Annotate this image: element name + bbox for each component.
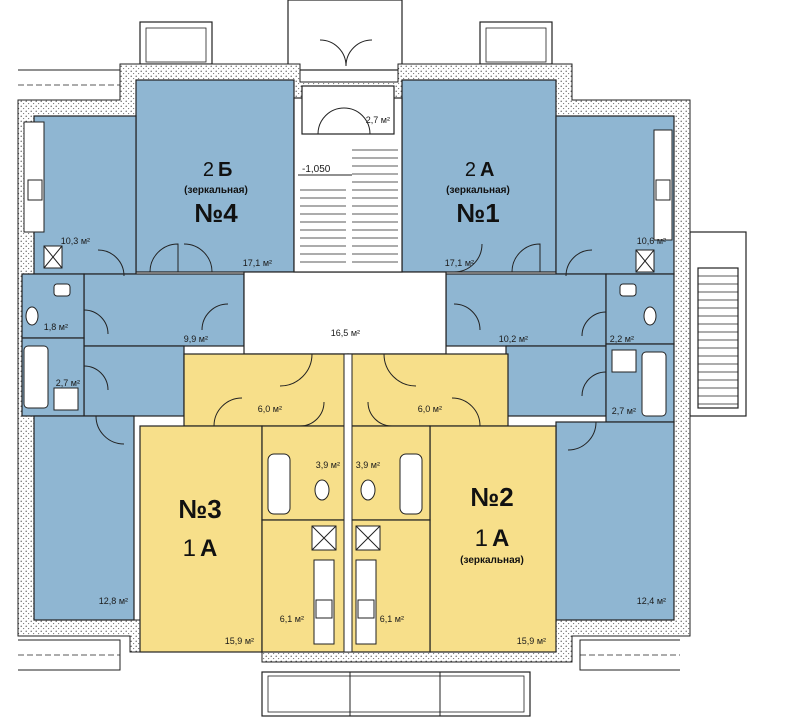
toilet-icon <box>25 306 39 326</box>
area-apt4-corridor: 9,9 м² <box>184 334 208 344</box>
apt3-room <box>139 425 263 653</box>
bathtub-icon <box>399 453 423 515</box>
common-hall <box>243 85 447 355</box>
terrace-left-top <box>18 69 121 101</box>
area-apt1-room: 17,1 м² <box>445 258 474 268</box>
sink-icon <box>53 283 71 297</box>
apartment-2 <box>347 353 557 653</box>
fixtures <box>23 121 673 645</box>
area-apt2-room: 15,9 м² <box>517 636 546 646</box>
apt4-corridor <box>83 273 245 347</box>
stove-icon <box>655 179 671 201</box>
area-apt3-corridor: 6,0 м² <box>258 404 282 414</box>
apt4-note: (зеркальная) <box>184 185 248 196</box>
apt2-type: А <box>492 525 509 552</box>
apartment-1 <box>401 79 675 621</box>
label-apt-3: №3 1 А <box>178 494 221 562</box>
area-apt4-bath-top: 1,8 м² <box>44 322 68 332</box>
apt1-number: №1 <box>456 198 499 228</box>
area-apt4-bath-bottom: 2,7 м² <box>56 378 80 388</box>
area-apt2-bath: 3,9 м² <box>356 460 380 470</box>
vestibule <box>301 85 395 135</box>
area-vestibule: 2,7 м² <box>366 115 390 125</box>
toilet-icon <box>314 479 330 501</box>
area-apt4-room: 17,1 м² <box>243 258 272 268</box>
apt2-rooms: 1 <box>475 525 488 552</box>
area-apt1-room-bottom: 12,4 м² <box>637 596 666 606</box>
label-apt-4: 2 Б (зеркальная) №4 <box>184 159 248 228</box>
apt1-bath-top <box>605 273 675 345</box>
area-apt1-bath-bottom: 2,7 м² <box>612 406 636 416</box>
area-apt4-kitchen: 10,3 м² <box>61 236 90 246</box>
apt3-type: А <box>200 535 217 562</box>
bathtub-icon <box>23 345 49 409</box>
apt4-rooms: 2 <box>203 159 214 181</box>
kitchen-counter-icon <box>23 121 45 233</box>
area-apt2-corridor: 6,0 м² <box>418 404 442 414</box>
toilet-icon <box>643 306 657 326</box>
outdoor-stair-right <box>689 231 747 417</box>
area-apt1-kitchen: 10,6 м² <box>637 236 666 246</box>
bathtub-icon <box>267 453 291 515</box>
label-apt-2: №2 1 А (зеркальная) <box>460 482 524 566</box>
washer-icon <box>53 387 79 411</box>
apt4-type: Б <box>218 159 232 181</box>
apt1-note: (зеркальная) <box>446 185 510 196</box>
apt4-room <box>135 79 295 273</box>
area-apt4-room-bottom: 12,8 м² <box>99 596 128 606</box>
apt4-number: №4 <box>194 198 238 228</box>
apt3-corridor <box>183 353 349 427</box>
label-apt-1: 2 А (зеркальная) №1 <box>446 159 510 228</box>
apt2-note: (зеркальная) <box>460 555 524 566</box>
apt1-rooms: 2 <box>465 159 476 181</box>
apt2-number: №2 <box>470 482 513 512</box>
area-labels: 2,7 м² 16,5 м² 10,3 м² 17,1 м² 1,8 м² 2,… <box>44 115 666 646</box>
apartment-4 <box>21 79 295 621</box>
area-hall: 16,5 м² <box>331 328 360 338</box>
washer-icon <box>611 349 637 373</box>
bathtub-icon <box>641 351 667 417</box>
apt4-bath-top <box>21 273 85 339</box>
apt2-room <box>429 425 557 653</box>
apt1-room <box>401 79 557 273</box>
level-mark-label: -1,050 <box>302 164 331 175</box>
apt3-rooms: 1 <box>183 535 196 562</box>
stove-icon <box>357 599 375 619</box>
area-apt1-bath-top: 2,2 м² <box>610 334 634 344</box>
apt1-room-bottom <box>555 421 675 621</box>
sink-icon <box>619 283 637 297</box>
apt4-room-bottom <box>33 415 135 621</box>
stove-icon <box>27 179 43 201</box>
area-apt3-room: 15,9 м² <box>225 636 254 646</box>
stove-icon <box>315 599 333 619</box>
doors <box>83 39 607 451</box>
apt1-corridor <box>445 273 607 347</box>
area-apt3-bath: 3,9 м² <box>316 460 340 470</box>
balcony-top-left <box>139 21 213 65</box>
area-apt3-kitchen: 6,1 м² <box>280 614 304 624</box>
level-mark: -1,050 <box>298 164 352 176</box>
terrace-left-bottom <box>18 639 121 671</box>
area-apt2-kitchen: 6,1 м² <box>380 614 404 624</box>
balcony-bottom <box>261 671 531 717</box>
area-apt1-corridor: 10,2 м² <box>499 334 528 344</box>
toilet-icon <box>360 479 376 501</box>
balcony-top-right <box>479 21 553 65</box>
terrace-right-bottom <box>579 639 680 671</box>
apt3-number: №3 <box>178 494 221 524</box>
apt1-type: А <box>480 159 494 181</box>
party-wall <box>343 353 353 653</box>
